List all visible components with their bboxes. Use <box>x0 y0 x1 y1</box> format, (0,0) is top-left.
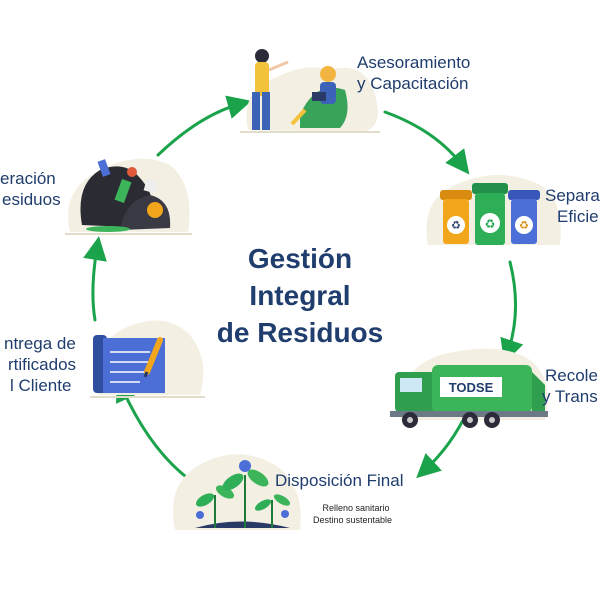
bins-illustration: ♻ ♻ ♻ <box>426 175 561 245</box>
certificate-illustration <box>90 320 205 398</box>
center-title-line-3: de Residuos <box>216 317 384 348</box>
label-separacion: Separa Eficie <box>545 186 600 226</box>
bin-green: ♻ <box>472 183 508 245</box>
svg-text:♻: ♻ <box>485 217 496 231</box>
arrow-left <box>83 236 107 322</box>
truck-logo: TODSE <box>449 380 494 395</box>
label-disposicion: Disposición Final <box>275 471 404 490</box>
svg-text:♻: ♻ <box>451 219 461 232</box>
arrow-top-right <box>383 110 470 175</box>
garbage-illustration <box>65 158 192 235</box>
bin-blue: ♻ <box>508 190 540 244</box>
center-title-line-2: Integral <box>249 280 351 311</box>
bin-orange: ♻ <box>440 190 472 244</box>
svg-text:♻: ♻ <box>519 219 529 232</box>
arrow-top-left <box>156 95 252 157</box>
label-entrega: ntrega de rtificados l Cliente <box>4 334 77 395</box>
label-generacion: eración esiduos <box>0 169 61 209</box>
plants-illustration <box>173 454 301 530</box>
arrow-bottom-left <box>116 377 192 482</box>
center-title-line-1: Gestión <box>247 243 353 274</box>
arrow-right-upper <box>500 260 524 364</box>
label-recoleccion: Recole y Trans <box>542 366 598 406</box>
center-title: Gestión Integral de Residuos <box>200 240 400 351</box>
label-asesoramiento: Asesoramiento y Capacitación <box>357 53 471 93</box>
disposicion-details: Relleno sanitario Destino sustentable <box>313 503 393 525</box>
truck-illustration: TODSE <box>390 348 548 428</box>
advisory-illustration <box>240 49 380 133</box>
